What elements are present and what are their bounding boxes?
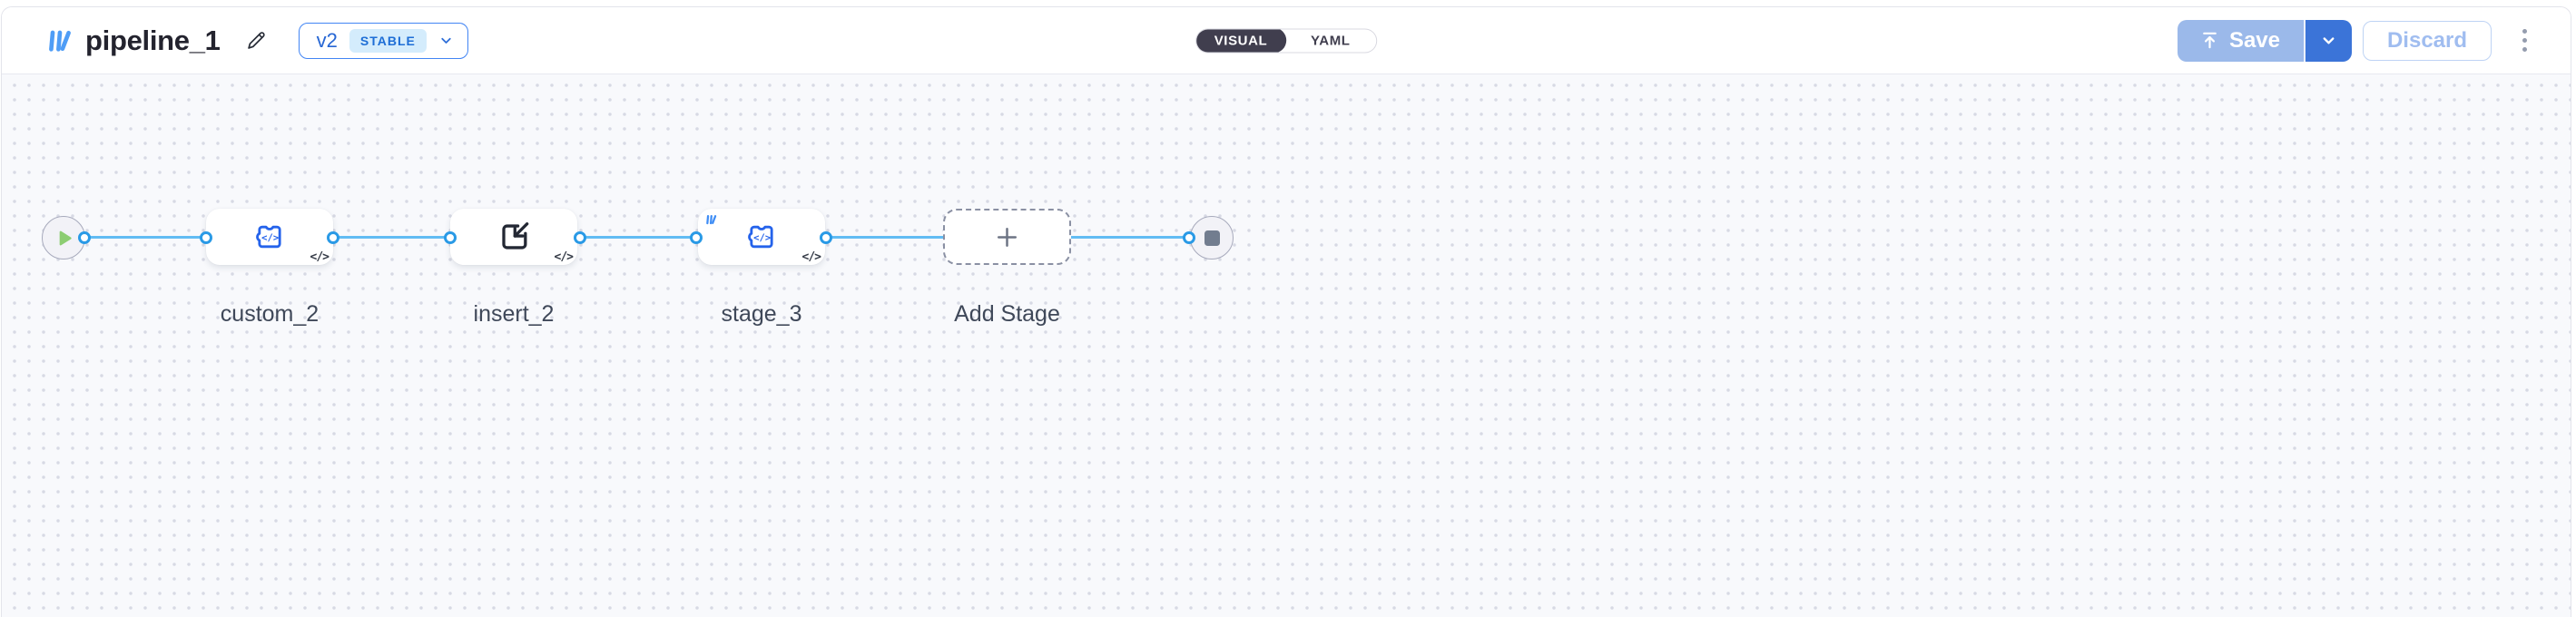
view-mode-toggle: VISUAL YAML	[1195, 28, 1377, 53]
node-insert-2[interactable]: </>	[450, 209, 577, 265]
chevron-down-icon	[2323, 37, 2335, 44]
version-label: v2	[316, 28, 338, 52]
box-arrow-in-icon	[502, 222, 529, 250]
node-stage-3[interactable]: </> </>	[698, 209, 825, 265]
edit-title-button[interactable]	[244, 28, 270, 54]
handle-insert2-in[interactable]	[444, 231, 457, 244]
topbar: pipeline_1 v2 STABLE VISUAL YA	[2, 7, 2571, 74]
page-title: pipeline_1	[85, 24, 221, 56]
puzzle-code-icon: </>	[748, 225, 773, 249]
save-label: Save	[2228, 27, 2280, 53]
edge-custom2-insert2	[333, 236, 450, 239]
tab-yaml[interactable]: YAML	[1311, 33, 1351, 48]
puzzle-code-icon: </>	[256, 225, 281, 249]
play-icon	[59, 230, 72, 246]
topbar-left: pipeline_1 v2 STABLE	[44, 22, 468, 59]
code-badge: </>	[554, 250, 575, 264]
edge-insert2-stage3	[580, 236, 696, 239]
handle-stage3-out[interactable]	[820, 231, 832, 244]
pencil-icon	[248, 32, 265, 49]
pipeline-canvas[interactable]: </> </> </>	[2, 74, 2571, 617]
edge-addstage-end	[1071, 236, 1193, 239]
app-panel: pipeline_1 v2 STABLE VISUAL YA	[1, 6, 2571, 617]
kebab-dot	[2522, 47, 2527, 52]
node-label-stage-3: stage_3	[721, 301, 802, 327]
kebab-dot	[2522, 29, 2527, 34]
code-badge: </>	[801, 250, 822, 264]
discard-button[interactable]: Discard	[2363, 20, 2492, 61]
svg-text:</>: </>	[753, 232, 771, 243]
save-button[interactable]: Save	[2177, 19, 2304, 62]
handle-start-out[interactable]	[78, 231, 91, 244]
save-split-button: Save	[2177, 19, 2352, 62]
stop-icon	[1204, 230, 1220, 246]
save-options-button[interactable]	[2304, 19, 2352, 62]
handle-custom2-in[interactable]	[200, 231, 212, 244]
handle-stage3-in[interactable]	[690, 231, 703, 244]
svg-text:</>: </>	[261, 232, 279, 243]
end-node[interactable]	[1190, 216, 1234, 260]
edge-stage3-addstage	[826, 236, 943, 239]
kebab-dot	[2522, 38, 2527, 43]
discard-label: Discard	[2386, 27, 2468, 53]
node-label-custom-2: custom_2	[220, 301, 320, 327]
topbar-actions: Save Discard	[2177, 19, 2532, 62]
tab-visual[interactable]: VISUAL	[1196, 29, 1287, 52]
handle-end-in[interactable]	[1183, 231, 1195, 244]
library-logo-badge	[706, 214, 717, 225]
library-logo-icon	[49, 30, 71, 52]
edge-start-custom2	[84, 236, 206, 239]
add-stage-button[interactable]	[943, 209, 1071, 265]
chevron-down-icon	[441, 37, 451, 44]
status-badge: STABLE	[349, 28, 427, 53]
plus-icon	[997, 227, 1018, 247]
node-label-insert-2: insert_2	[473, 301, 555, 327]
handle-insert2-out[interactable]	[574, 231, 586, 244]
node-label-add-stage: Add Stage	[954, 301, 1060, 327]
node-custom-2[interactable]: </> </>	[206, 209, 333, 265]
publish-icon	[2203, 32, 2217, 49]
version-selector[interactable]: v2 STABLE	[298, 22, 468, 59]
handle-custom2-out[interactable]	[327, 231, 339, 244]
code-badge: </>	[310, 250, 330, 264]
more-options-button[interactable]	[2517, 24, 2532, 57]
